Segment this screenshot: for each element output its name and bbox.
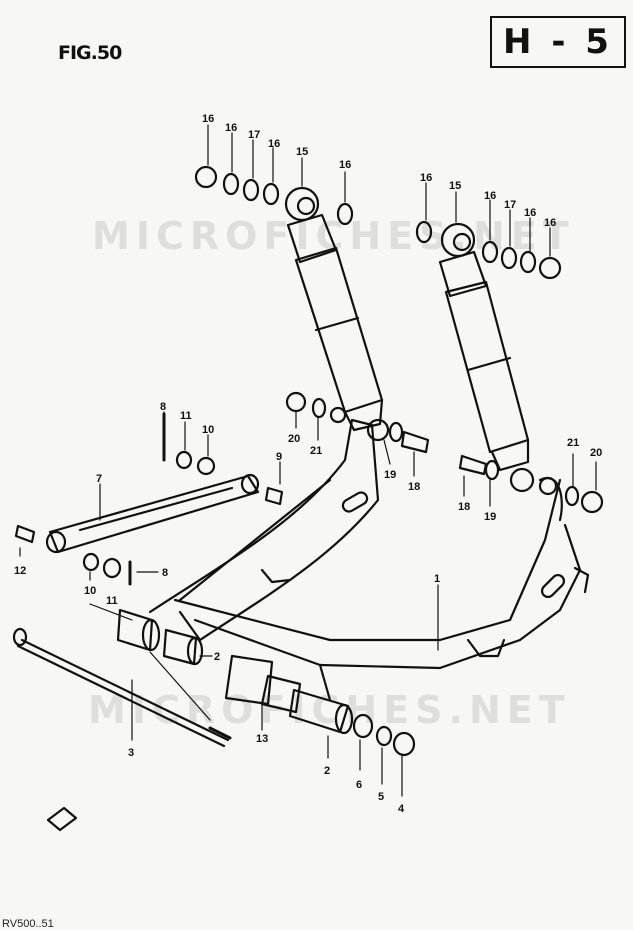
callout-11: 11 [106, 595, 118, 607]
figure-title: FIG.50 [58, 42, 122, 64]
callout-13: 13 [256, 733, 268, 745]
callout-18: 18 [408, 481, 420, 493]
callout-15: 16 [202, 113, 214, 125]
callout-10: 10 [84, 585, 96, 597]
callout-8: 8 [162, 567, 168, 579]
callout-8: 8 [160, 401, 166, 413]
callout-14: 15 [296, 146, 308, 158]
callout-16: 16 [339, 159, 351, 171]
swing-arm [148, 406, 590, 702]
leader-lines [19, 124, 597, 797]
callout-17: 17 [248, 129, 260, 141]
callout-5: 5 [378, 791, 384, 803]
section-code-box: H - 5 [490, 16, 626, 68]
callout-16: 16 [268, 138, 280, 150]
callout-12: 12 [14, 565, 26, 577]
callout-4: 4 [398, 803, 405, 815]
callout-2: 2 [324, 765, 330, 777]
callout-21: 21 [567, 437, 579, 449]
callout-21: 21 [310, 445, 322, 457]
callout-15: 16 [544, 217, 556, 229]
callout-3: 3 [128, 747, 134, 759]
footer-code: RV500..51 [2, 918, 54, 930]
callout-14: 15 [449, 180, 461, 192]
callout-16: 16 [524, 207, 536, 219]
pivot-shaft [12, 627, 232, 748]
callout-20: 20 [590, 447, 602, 459]
section-code: H - 5 [503, 22, 613, 62]
callout-labels: 16 16 17 16 15 16 16 15 16 17 16 16 8 11… [14, 113, 602, 815]
callout-16: 16 [420, 172, 432, 184]
callout-20: 20 [288, 433, 300, 445]
callout-1: 1 [434, 573, 440, 585]
callout-9: 9 [276, 451, 282, 463]
callout-18: 18 [458, 501, 470, 513]
top-left-hardware [194, 165, 354, 226]
misc-hardware [14, 412, 416, 832]
callout-17: 17 [504, 199, 516, 211]
shock-absorber-right [438, 222, 535, 493]
shock-absorber-left [284, 186, 390, 442]
callout-7: 7 [96, 473, 102, 485]
callout-6: 6 [356, 779, 362, 791]
callout-2: 2 [214, 651, 220, 663]
callout-19: 19 [384, 469, 396, 481]
callout-11: 11 [180, 410, 192, 422]
top-right-hardware [415, 220, 562, 280]
bushings [116, 608, 354, 735]
callout-16: 16 [225, 122, 237, 134]
lower-mount-hardware [285, 391, 604, 514]
callout-19: 19 [484, 511, 496, 523]
torque-link [45, 473, 260, 554]
callout-16: 16 [484, 190, 496, 202]
callout-10: 10 [202, 424, 214, 436]
